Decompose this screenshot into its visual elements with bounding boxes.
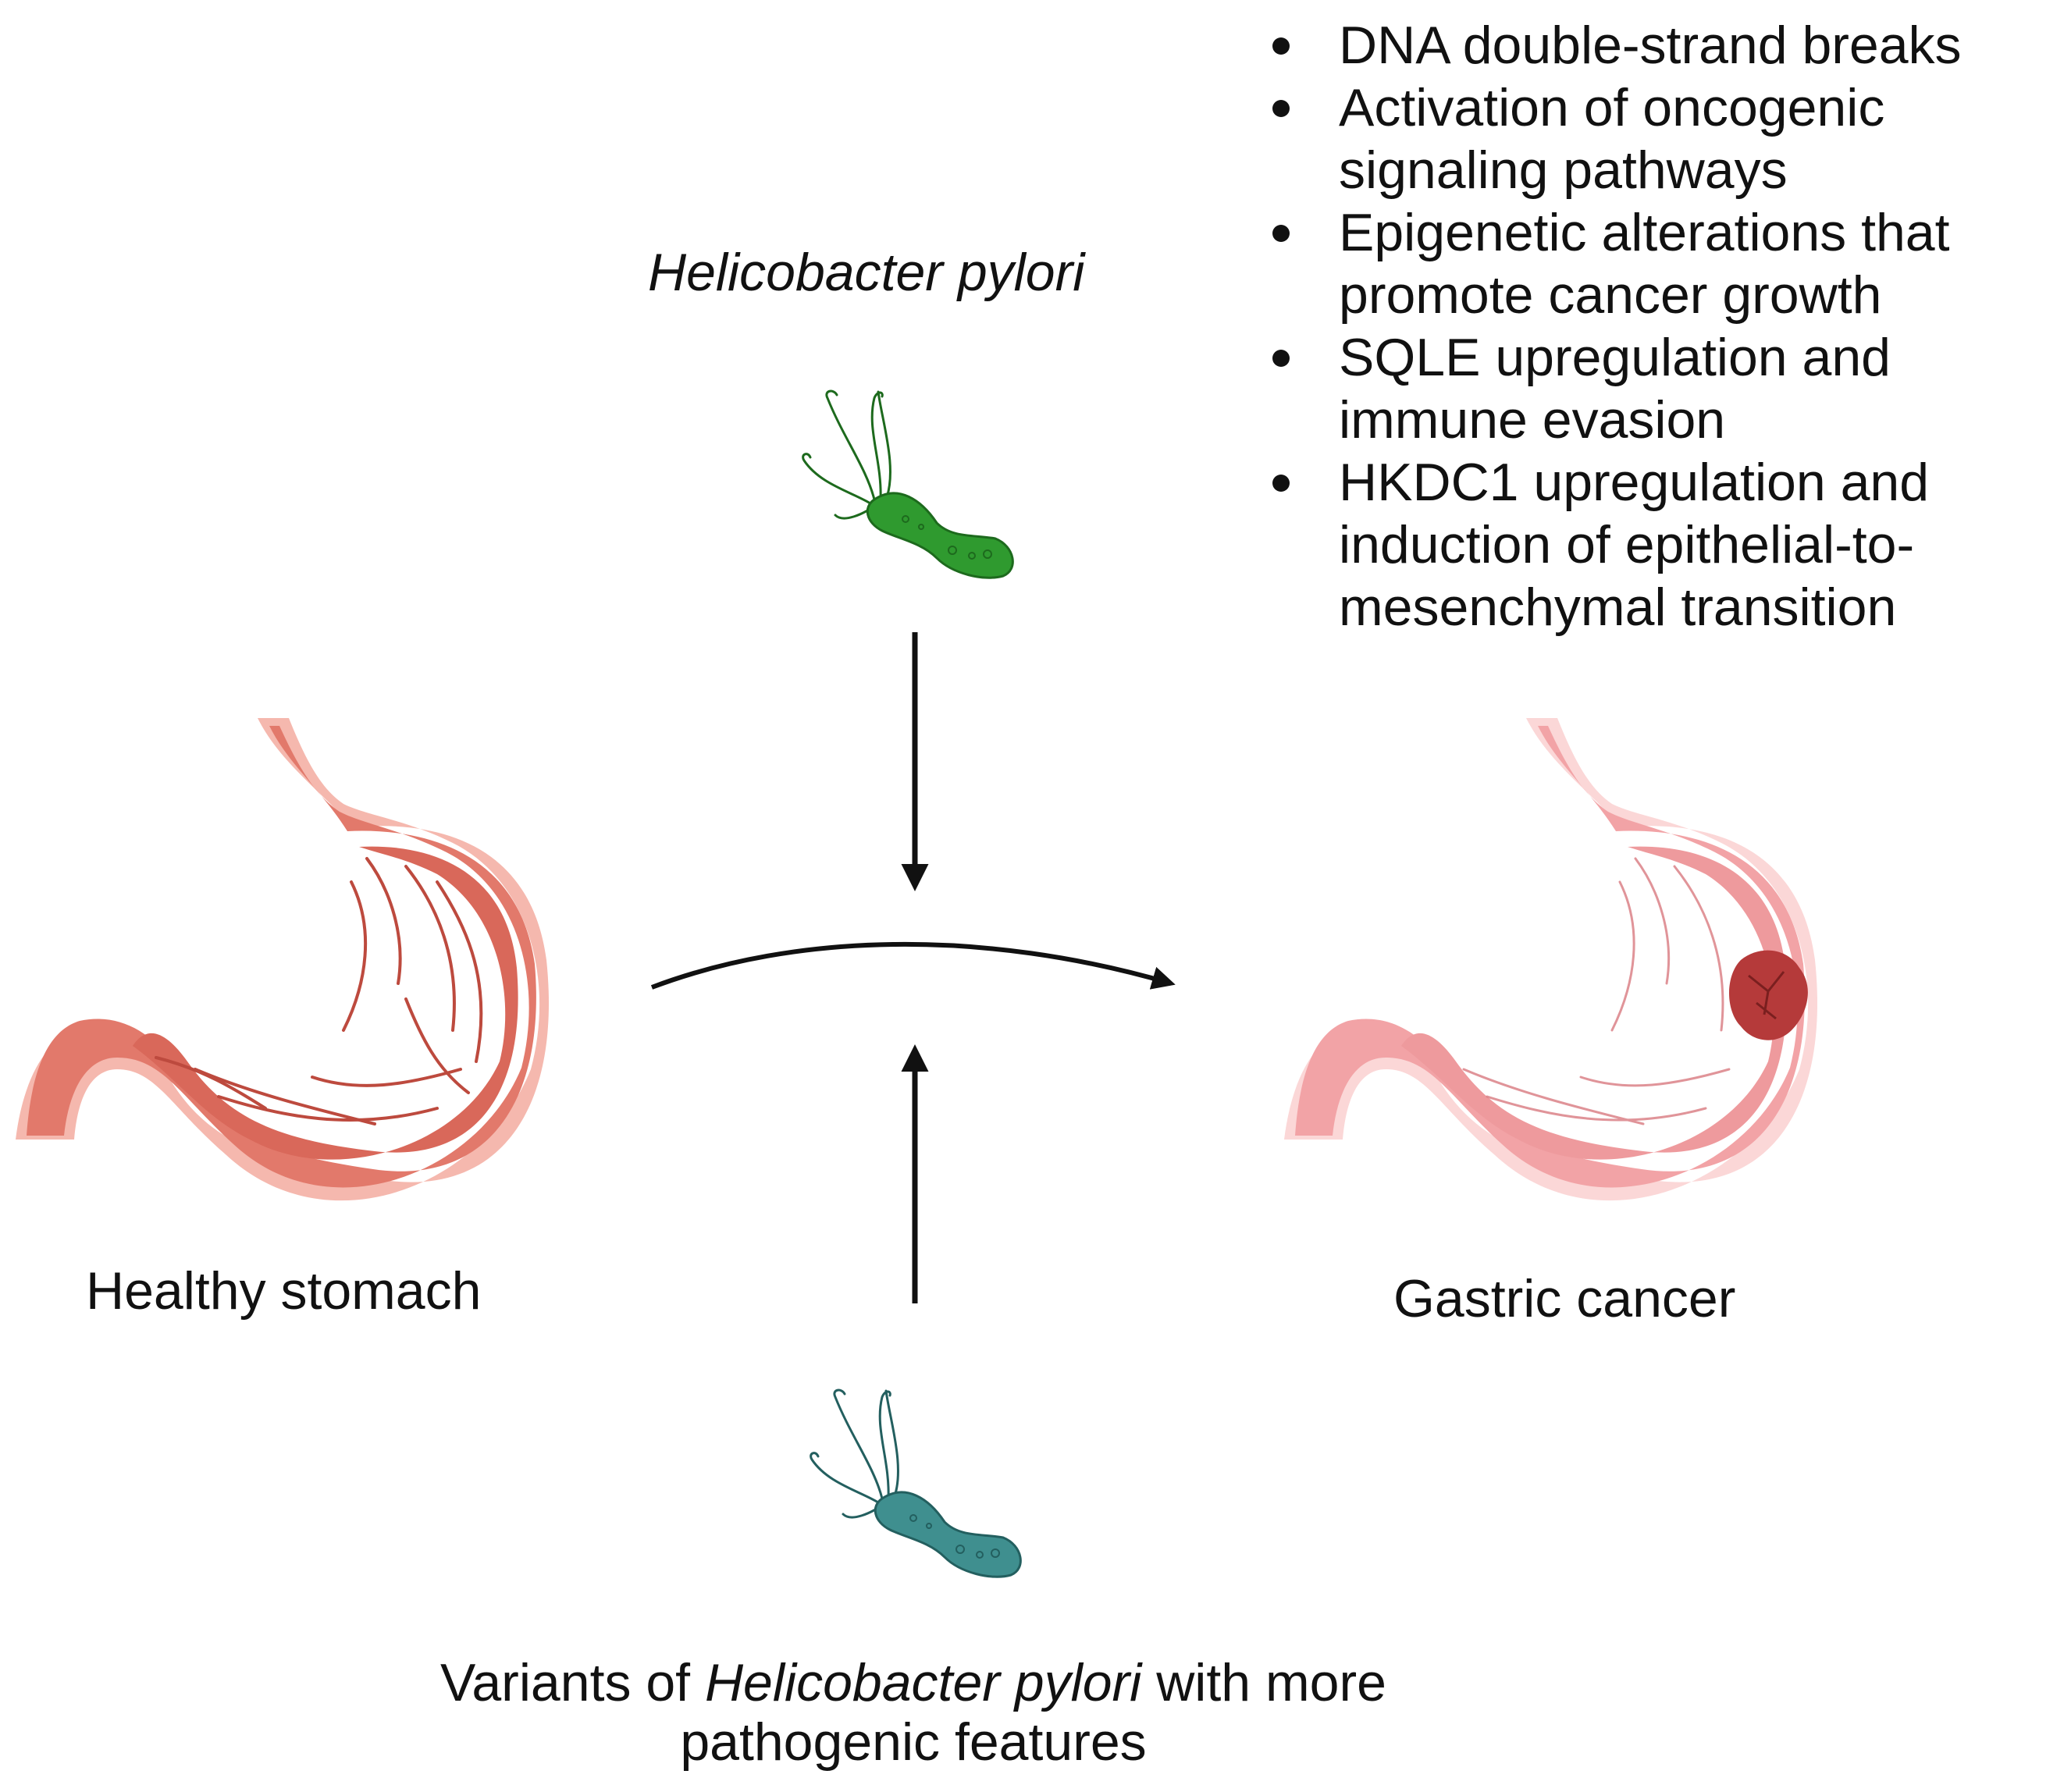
helicobacter-bacterium-icon [802, 389, 1014, 579]
healthy-stomach-wall [27, 726, 536, 1188]
effect-item-dna-breaks: DNA double-strand breaks [1272, 14, 2053, 76]
healthy-stomach-label: Healthy stomach [86, 1261, 482, 1321]
tumor-mass [1729, 950, 1808, 1040]
bullet-icon [1272, 100, 1290, 117]
effect-item-sqle: SQLE upregulation and immune evasion [1272, 326, 2053, 451]
effect-item-hkdc1: HKDC1 upregulation and induction of epit… [1272, 451, 2053, 638]
variants-suffix: with more [1141, 1653, 1386, 1712]
variants-organism: Helicobacter pylori [704, 1653, 1142, 1712]
cancer-stomach-outer [1284, 718, 1818, 1201]
variants-prefix: Variants of [440, 1653, 705, 1712]
helicobacter-variant-bacterium-icon [810, 1388, 1022, 1578]
variants-line-2: pathogenic features [680, 1712, 1147, 1772]
helicobacter-pylori-label: Helicobacter pylori [648, 243, 1085, 302]
cancer-stomach-illustration [1284, 718, 1818, 1201]
cancer-stomach-wall [1295, 726, 1805, 1188]
bullet-icon [1272, 475, 1290, 492]
effect-text: Epigenetic alterations that promote canc… [1339, 203, 1950, 325]
bullet-icon [1272, 37, 1290, 55]
progression-curve-arrow [650, 941, 1176, 990]
effect-item-oncogenic-signaling: Activation of oncogenic signaling pathwa… [1272, 76, 2053, 201]
effect-text: HKDC1 upregulation and induction of epit… [1339, 453, 1930, 637]
healthy-stomach-outer [16, 718, 550, 1201]
gastric-cancer-label: Gastric cancer [1393, 1269, 1736, 1328]
carcinogenic-effects-list: DNA double-strand breaks Activation of o… [1272, 14, 2053, 638]
effect-text: Activation of oncogenic signaling pathwa… [1339, 78, 1885, 200]
healthy-stomach-illustration [16, 718, 550, 1201]
effect-item-epigenetic: Epigenetic alterations that promote canc… [1272, 201, 2053, 326]
effect-text: DNA double-strand breaks [1339, 16, 1962, 75]
bullet-icon [1272, 350, 1290, 367]
effect-text: SQLE upregulation and immune evasion [1339, 328, 1891, 450]
bullet-icon [1272, 225, 1290, 242]
variants-label: Variants of Helicobacter pylori with mor… [0, 1653, 1827, 1772]
